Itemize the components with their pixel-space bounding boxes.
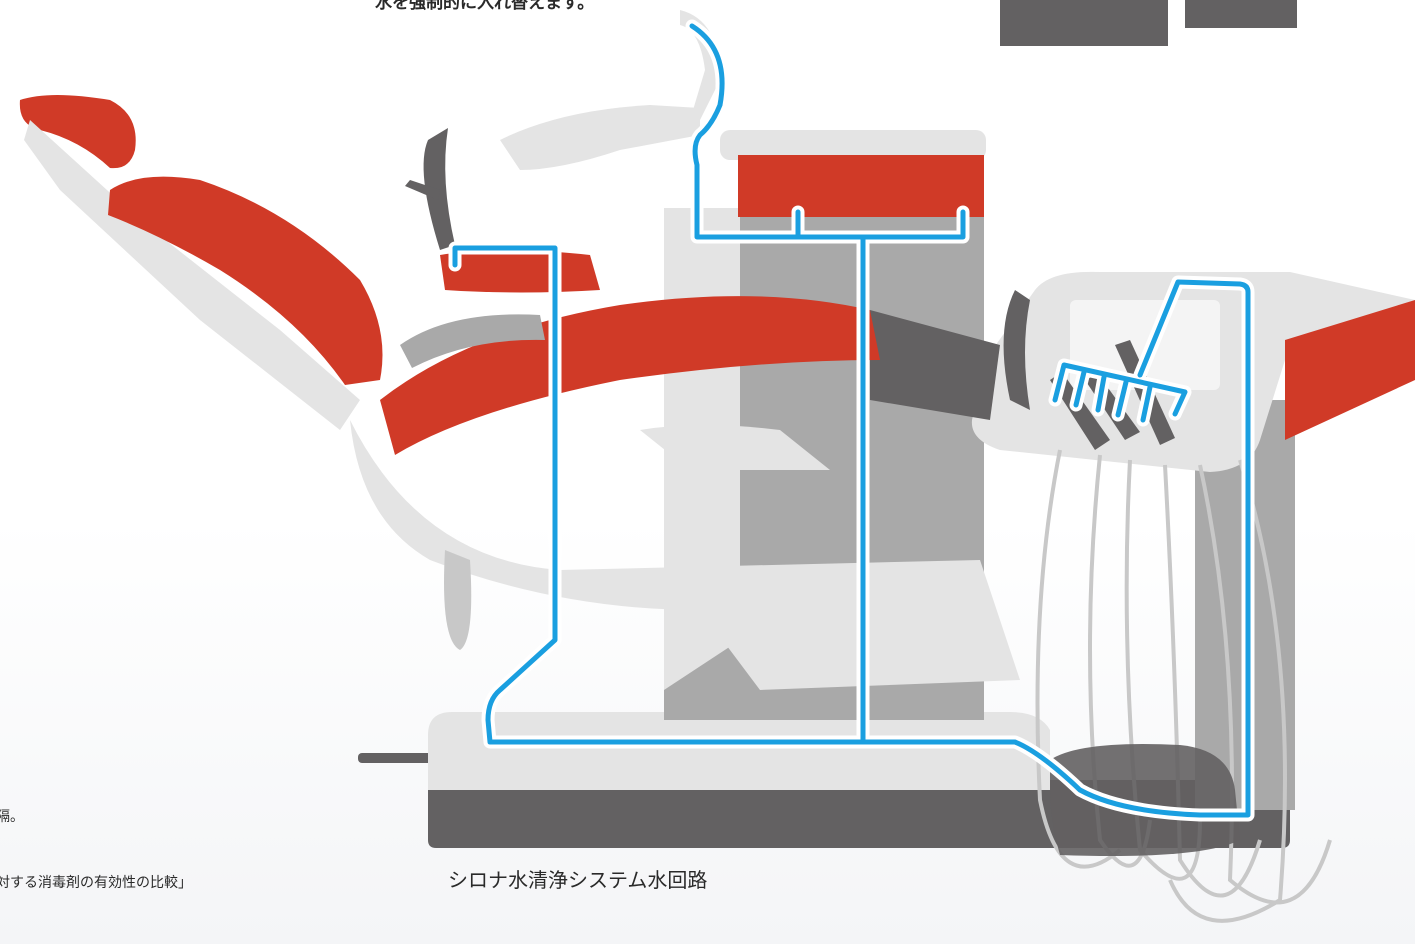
top-description-text: 水を強制的に入れ替えます。 (375, 0, 594, 13)
side-note-fragment: 隔。 (0, 806, 24, 826)
figure-caption: シロナ水清浄システム水回路 (448, 864, 707, 893)
top-right-cut-graphic (1000, 0, 1297, 46)
side-note-reference: 対する消毒剤の有効性の比較」 (0, 872, 192, 892)
